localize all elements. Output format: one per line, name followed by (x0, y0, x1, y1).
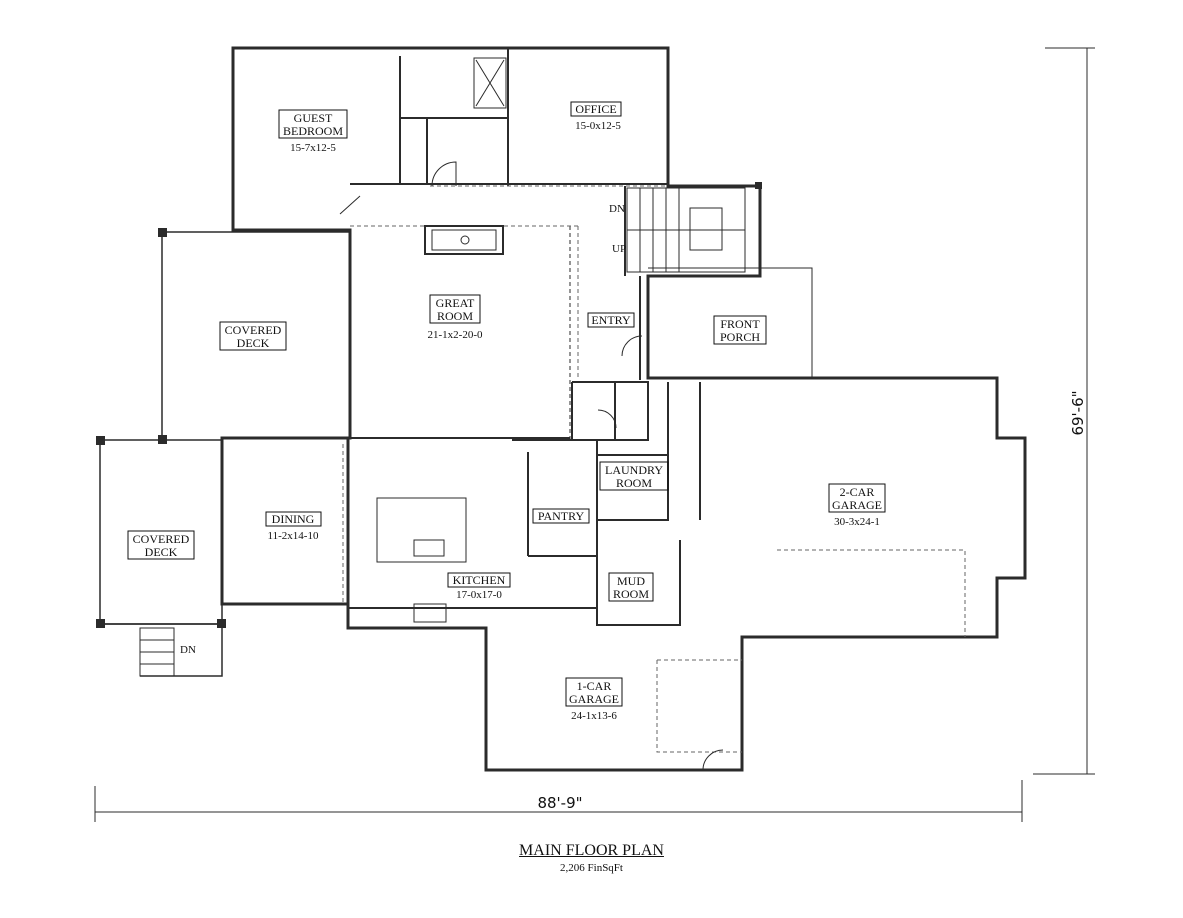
interior-walls (348, 48, 701, 626)
main-stairs (626, 187, 746, 273)
guest-bedroom-label-1: GUEST (294, 111, 333, 125)
front-porch-label-1: FRONT (720, 317, 760, 331)
dining-size: 11-2x14-10 (268, 530, 319, 542)
guest-bedroom-size: 15-7x12-5 (290, 142, 336, 154)
kitchen-label: KITCHEN (453, 573, 506, 587)
garage-1car-label-2: GARAGE (569, 692, 619, 706)
stair-up-label: UP (612, 243, 626, 255)
front-porch-label-2: PORCH (720, 330, 760, 344)
great-room-label-1: GREAT (436, 296, 475, 310)
front-porch-outline (648, 267, 813, 378)
plan-title-text: MAIN FLOOR PLAN (519, 842, 664, 859)
covered-deck-lower-label-2: DECK (145, 545, 178, 559)
exterior-walls (99, 46, 1027, 772)
covered-deck-upper-label-1: COVERED (225, 323, 282, 337)
garage-1car-size: 24-1x13-6 (571, 710, 617, 722)
covered-deck-lower-label-1: COVERED (133, 532, 190, 546)
plan-subtitle: 2,206 FinSqFt (560, 862, 623, 874)
pantry-label: PANTRY (538, 509, 585, 523)
deck-posts (96, 182, 762, 628)
fireplace (424, 225, 504, 255)
dimension-lines (94, 47, 1095, 822)
great-room-label-2: ROOM (437, 309, 473, 323)
garage-2car-size: 30-3x24-1 (834, 516, 880, 528)
overall-width-dimension: 88'-9" (537, 794, 582, 812)
dining-label: DINING (272, 512, 315, 526)
entry-label: ENTRY (591, 313, 631, 327)
deck-stair-down-label: DN (180, 644, 196, 656)
stair-down-label: DN (609, 203, 625, 215)
plan-title: MAIN FLOOR PLAN (0, 842, 1183, 860)
mud-room-label-1: MUD (617, 574, 645, 588)
guest-bedroom-label-2: BEDROOM (283, 124, 343, 138)
door-swings (339, 161, 724, 771)
covered-deck-upper-label-2: DECK (237, 336, 270, 350)
garage-1car-label-1: 1-CAR (577, 679, 612, 693)
kitchen-size: 17-0x17-0 (456, 589, 502, 601)
room-labels: GUEST BEDROOM 15-7x12-5 OFFICE 15-0x12-5… (127, 101, 886, 722)
great-room-size: 21-1x2-20-0 (428, 329, 483, 341)
garage-2car-label-1: 2-CAR (840, 485, 875, 499)
deck-stairs (139, 627, 175, 677)
kitchen-island (376, 497, 467, 623)
mud-room-label-2: ROOM (613, 587, 649, 601)
office-size: 15-0x12-5 (575, 120, 621, 132)
garage-2car-label-2: GARAGE (832, 498, 882, 512)
office-label: OFFICE (575, 102, 616, 116)
laundry-label-1: LAUNDRY (605, 463, 663, 477)
laundry-label-2: ROOM (616, 476, 652, 490)
overall-depth-dimension: 69'-6" (1069, 390, 1087, 435)
